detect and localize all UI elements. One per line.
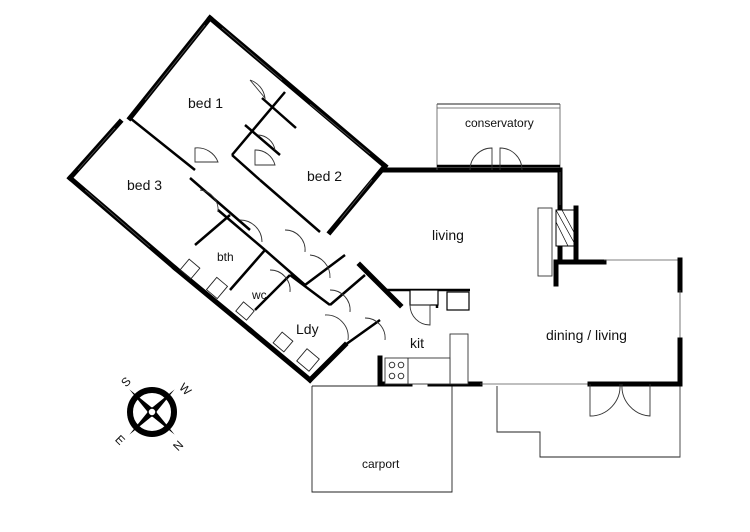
room-label-carport: carport (362, 457, 400, 471)
room-label-kit: kit (410, 335, 424, 351)
room-label-wc: wc (251, 288, 267, 302)
room-label-ldy: Ldy (296, 321, 319, 337)
bedroom-wing (66, 14, 389, 384)
compass-rose-icon: S W E N (112, 374, 194, 454)
carport-outline (311, 385, 453, 493)
compass-label-w: W (176, 380, 194, 398)
room-label-conservatory: conservatory (465, 116, 534, 130)
room-label-bed3: bed 3 (127, 177, 162, 193)
room-label-dining-living: dining / living (546, 327, 627, 343)
deck-outline (496, 385, 681, 458)
living-area-walls (356, 103, 683, 457)
compass-label-s: S (118, 374, 134, 390)
room-label-bth: bth (217, 250, 234, 264)
room-label-bed1: bed 1 (188, 95, 223, 111)
compass-label-e: E (112, 432, 128, 448)
room-label-bed2: bed 2 (307, 168, 342, 184)
compass-label-n: N (170, 438, 186, 454)
room-label-living: living (432, 227, 464, 243)
